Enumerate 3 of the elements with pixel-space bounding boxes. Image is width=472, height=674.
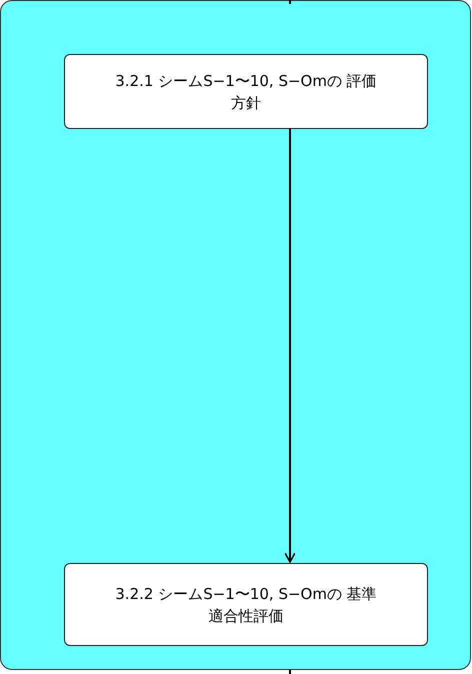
arrow	[284, 128, 296, 563]
process-box: 3.2.2 シームS−1〜10, S−Omの 基準適合性評価	[64, 563, 428, 646]
process-box: 3.2.1 シームS−1〜10, S−Omの 評価方針	[64, 54, 428, 129]
